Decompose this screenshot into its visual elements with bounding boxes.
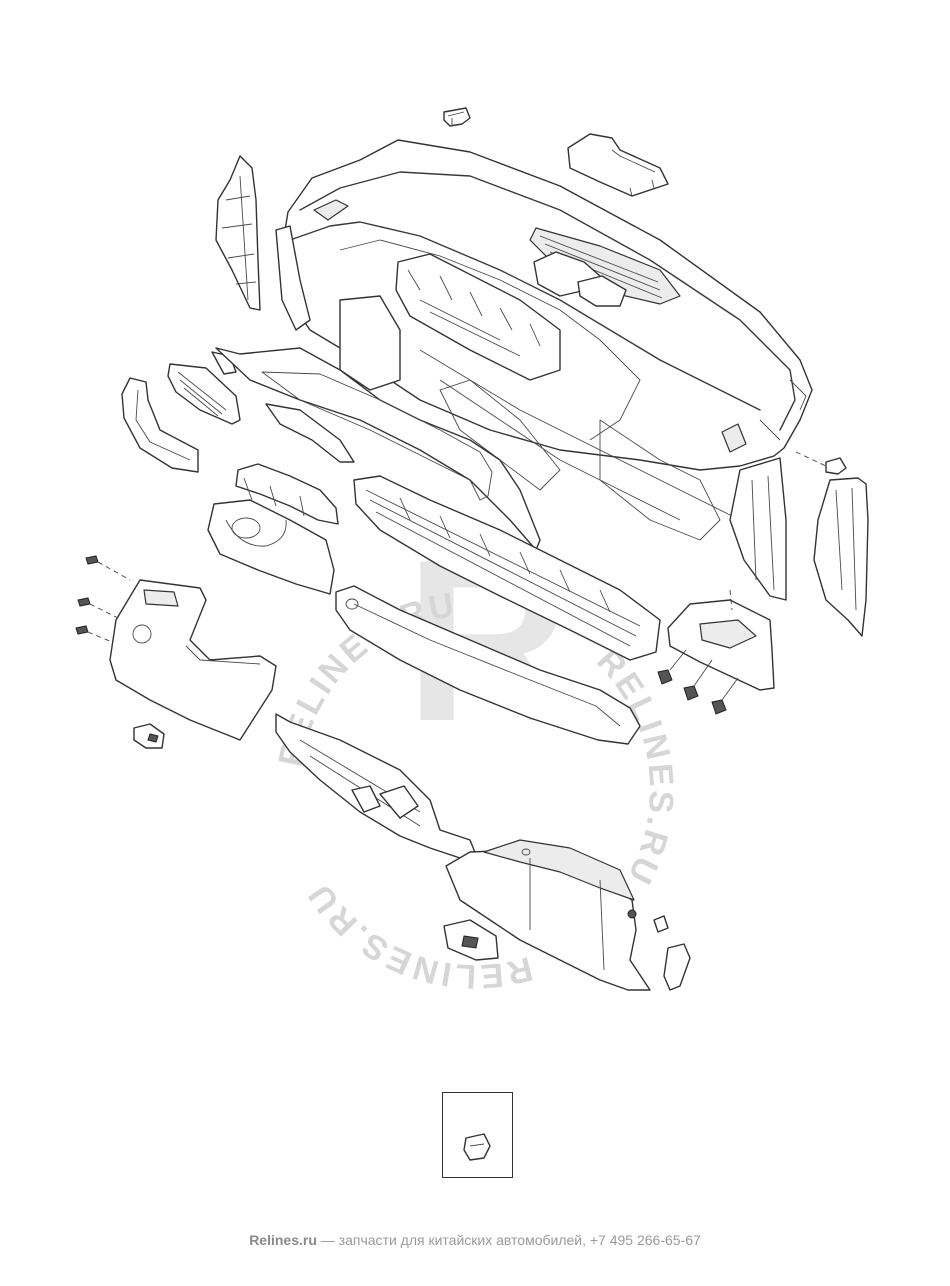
- footer-tagline: — запчасти для китайских автомобилей, +7…: [316, 1232, 701, 1248]
- upper-trim-strip: [215, 347, 541, 551]
- right-lower-clips: [657, 649, 739, 715]
- glove-box: [445, 839, 651, 991]
- top-clip: [443, 107, 471, 127]
- footer-brand[interactable]: Relines.ru: [249, 1232, 317, 1248]
- right-lower-bracket: [667, 589, 775, 691]
- left-air-vent: [167, 351, 241, 425]
- speaker-cover: [567, 133, 669, 197]
- center-control-trim-bar: [353, 475, 661, 661]
- inset-clip: [463, 1133, 491, 1161]
- left-end-cap-trim: [121, 377, 199, 473]
- inset-detail-box: [442, 1092, 513, 1178]
- small-switch-connector: [133, 723, 165, 749]
- footer: Relines.ru — запчасти для китайских авто…: [0, 1232, 950, 1248]
- steering-column-upper-shroud: [235, 463, 339, 525]
- lower-center-trim-arc: [335, 585, 641, 745]
- left-screws: [75, 555, 131, 643]
- steering-column-lower-shroud: [207, 499, 335, 595]
- right-end-side-panel: [813, 477, 869, 637]
- main-dashboard-panel: [275, 139, 813, 601]
- left-lower-knee-panel: [109, 579, 277, 741]
- left-side-bracket: [215, 155, 261, 311]
- right-push-clip: [795, 451, 847, 475]
- glove-box-latch: [443, 919, 499, 961]
- glove-box-damper: [627, 909, 691, 991]
